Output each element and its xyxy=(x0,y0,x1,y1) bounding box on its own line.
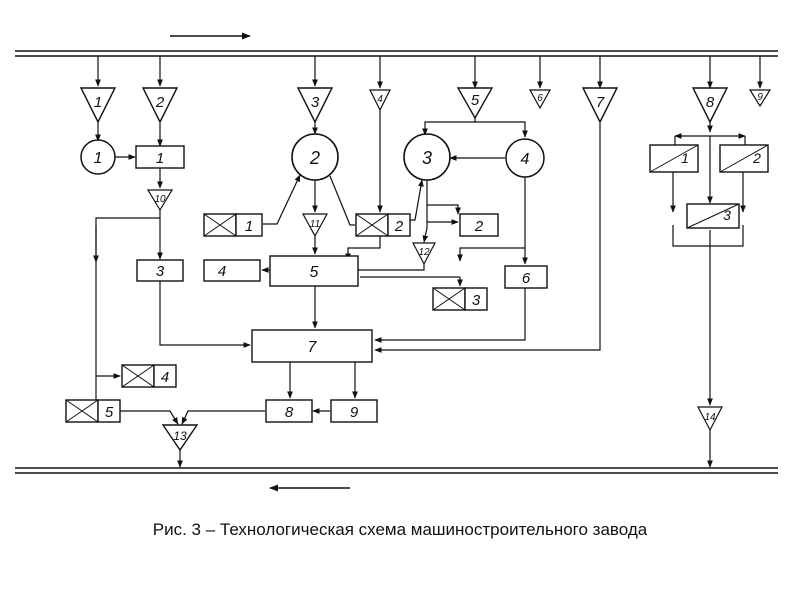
triangle-label: 7 xyxy=(596,94,605,111)
circle-label: 3 xyxy=(422,148,432,168)
circle-label: 1 xyxy=(94,150,103,167)
crossed-label: 2 xyxy=(394,218,404,235)
rect-label: 1 xyxy=(156,150,164,167)
rect-unit-3: 3 xyxy=(136,259,184,282)
circle-4: 4 xyxy=(505,138,545,178)
triangle-T14: 14 xyxy=(697,406,723,432)
rect-label: 2 xyxy=(474,218,484,235)
crossed-unit-3: 3 xyxy=(432,287,488,311)
triangle-T9: 9 xyxy=(748,89,772,108)
slashed-unit-1: 1 xyxy=(649,144,699,173)
rect-unit-5: 5 xyxy=(269,255,359,287)
triangle-T5: 5 xyxy=(456,87,494,120)
slashed-label: 2 xyxy=(752,150,761,166)
triangle-label: 4 xyxy=(377,94,383,105)
triangle-label: 6 xyxy=(537,93,543,104)
top-rail xyxy=(15,50,778,57)
slashed-label: 3 xyxy=(723,207,731,223)
triangle-label: 5 xyxy=(471,92,480,109)
triangle-label: 12 xyxy=(418,247,430,258)
crossed-unit-1: 1 xyxy=(203,213,263,237)
triangle-T11: 11 xyxy=(301,213,329,238)
rect-label: 5 xyxy=(310,264,319,281)
triangle-T2: 2 xyxy=(141,87,179,124)
crossed-unit-2: 2 xyxy=(355,213,411,237)
triangle-label: 9 xyxy=(757,92,763,103)
circle-2: 2 xyxy=(291,133,339,181)
rect-unit-2: 2 xyxy=(459,213,499,237)
triangle-T6: 6 xyxy=(528,89,552,110)
triangle-T10: 10 xyxy=(146,189,174,212)
slashed-unit-2: 2 xyxy=(719,144,769,173)
rect-label: 9 xyxy=(350,404,359,421)
crossed-label: 5 xyxy=(105,404,114,421)
rect-unit-6: 6 xyxy=(504,265,548,289)
bottom-rail xyxy=(15,467,778,474)
triangle-label: 8 xyxy=(706,94,715,111)
triangle-label: 3 xyxy=(311,94,320,111)
connections xyxy=(93,56,763,468)
rect-unit-4: 4 xyxy=(203,259,261,282)
circle-1: 1 xyxy=(80,139,116,175)
rect-unit-1-top: 1 xyxy=(135,145,185,169)
triangle-T7: 7 xyxy=(581,87,619,124)
rect-label: 6 xyxy=(522,270,531,287)
rect-unit-8: 8 xyxy=(265,399,313,423)
crossed-label: 4 xyxy=(161,369,169,386)
crossed-unit-4: 4 xyxy=(121,364,177,388)
triangle-T8: 8 xyxy=(691,87,729,124)
triangle-label: 1 xyxy=(94,94,102,111)
triangle-label: 2 xyxy=(155,94,165,111)
slashed-unit-3: 3 xyxy=(686,203,740,229)
triangle-T4: 4 xyxy=(369,89,391,112)
circle-label: 2 xyxy=(309,148,320,168)
triangle-label: 11 xyxy=(310,219,320,230)
slashed-label: 1 xyxy=(681,150,689,166)
triangle-label: 14 xyxy=(704,412,716,423)
triangle-T1: 1 xyxy=(79,87,117,124)
crossed-label: 1 xyxy=(245,218,253,235)
circle-label: 4 xyxy=(521,151,530,168)
circle-3: 3 xyxy=(403,133,451,181)
triangle-T12: 12 xyxy=(412,242,436,266)
rect-unit-9: 9 xyxy=(330,399,378,423)
triangle-T13: 13 xyxy=(161,424,199,452)
rect-label: 4 xyxy=(218,263,226,280)
triangle-label: 13 xyxy=(173,429,187,443)
triangle-T3: 3 xyxy=(296,87,334,124)
figure-caption: Рис. 3 – Технологическая схема машиностр… xyxy=(152,520,648,539)
crossed-label: 3 xyxy=(472,292,481,309)
rect-label: 7 xyxy=(308,339,318,356)
crossed-unit-5: 5 xyxy=(65,399,121,423)
rect-unit-7: 7 xyxy=(251,329,373,363)
rect-label: 3 xyxy=(156,263,165,280)
rect-label: 8 xyxy=(285,404,294,421)
triangle-label: 10 xyxy=(154,194,166,205)
